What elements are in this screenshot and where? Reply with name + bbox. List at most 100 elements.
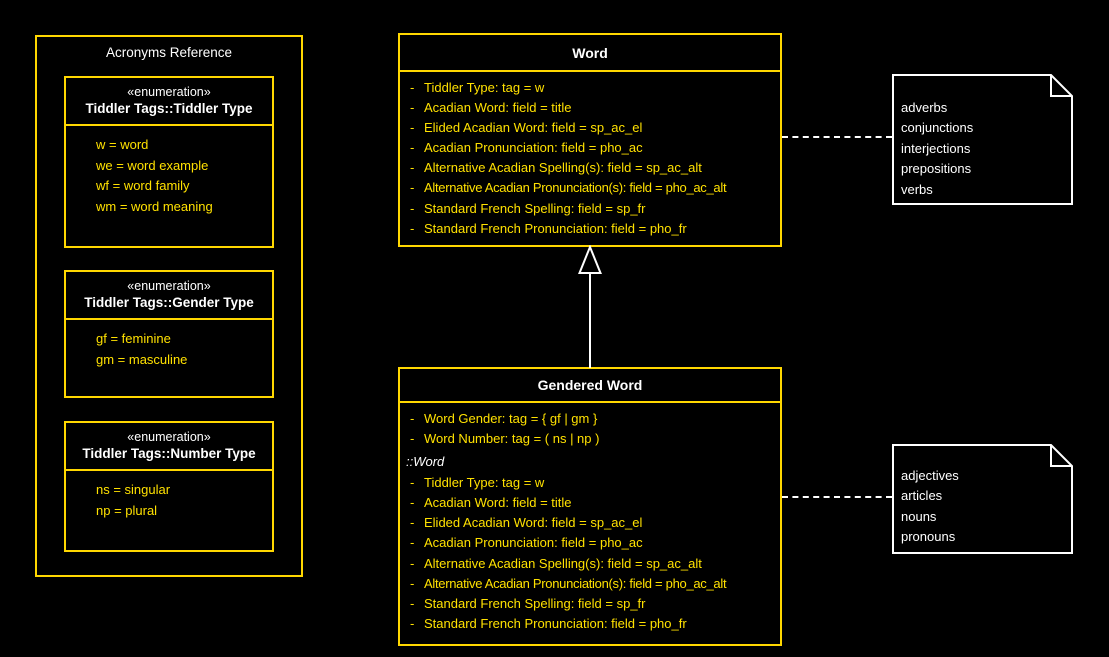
enum-item: w = word (96, 137, 149, 152)
attribute-row: -Standard French Pronunciation: field = … (400, 219, 780, 239)
attribute-text: Acadian Pronunciation: field = pho_ac (424, 535, 643, 551)
attribute-row: -Standard French Spelling: field = sp_fr (400, 594, 780, 614)
acronyms-reference-panel: Acronyms Reference (35, 35, 303, 577)
bullet-dash: - (410, 515, 415, 531)
enum-stereotype: «enumeration» (127, 430, 211, 444)
note-line: articles (901, 488, 943, 504)
attribute-text: Acadian Word: field = title (424, 495, 572, 511)
enum-name: Tiddler Tags::Gender Type (84, 295, 254, 310)
bullet-dash: - (410, 100, 415, 116)
panel-title: Acronyms Reference (105, 45, 233, 60)
bullet-dash: - (410, 120, 415, 136)
note-line: pronouns (901, 529, 956, 545)
note-word-parts-of-speech: adverbs conjunctions interjections prepo… (892, 74, 1073, 205)
inherited-class-label: ::Word (406, 454, 445, 470)
note-shape-icon (892, 74, 1073, 205)
enum-item: np = plural (96, 502, 158, 518)
attribute-text: Standard French Pronunciation: field = p… (424, 615, 687, 631)
bullet-dash: - (410, 535, 415, 551)
attribute-row: -Elided Acadian Word: field = sp_ac_el (400, 513, 780, 533)
class-attributes: -Tiddler Type: tag = w -Acadian Word: fi… (400, 72, 780, 239)
attribute-row: -Alternative Acadian Spelling(s): field … (400, 554, 780, 574)
attribute-row: -Alternative Acadian Spelling(s): field … (400, 158, 780, 178)
bullet-dash: - (410, 495, 415, 511)
enum-item: gf = feminine (96, 331, 171, 346)
attribute-text: Standard French Pronunciation: field = p… (424, 220, 687, 236)
enum-box-number-type: «enumeration» Tiddler Tags::Number Type … (64, 421, 274, 552)
enum-box-gender-type: «enumeration» Tiddler Tags::Gender Type … (64, 270, 274, 398)
bullet-dash: - (410, 595, 415, 611)
enum-item: we = word example (96, 157, 209, 173)
note-line: conjunctions (901, 120, 974, 136)
enum-box-tiddler-type: «enumeration» Tiddler Tags::Tiddler Type… (64, 76, 274, 248)
inheritance-arrow-icon (578, 245, 602, 368)
note-line: adverbs (901, 100, 948, 115)
note-gendered-word-parts-of-speech: adjectives articles nouns pronouns (892, 444, 1073, 554)
enum-header: «enumeration» Tiddler Tags::Tiddler Type (66, 78, 272, 126)
note-text: adverbs conjunctions interjections prepo… (901, 98, 973, 200)
attribute-row: -Tiddler Type: tag = w (400, 78, 780, 98)
bullet-dash: - (410, 180, 415, 196)
class-attributes: -Word Gender: tag = { gf | gm } -Word Nu… (400, 403, 780, 634)
class-title: Gendered Word (400, 369, 780, 403)
note-text: adjectives articles nouns pronouns (901, 466, 959, 548)
bullet-dash: - (410, 431, 415, 447)
attribute-text: Elided Acadian Word: field = sp_ac_el (424, 515, 643, 531)
bullet-dash: - (410, 615, 415, 631)
bullet-dash: - (410, 575, 415, 591)
attribute-row: -Tiddler Type: tag = w (400, 473, 780, 493)
attribute-row: -Standard French Pronunciation: field = … (400, 614, 780, 634)
bullet-dash: - (410, 411, 415, 426)
note-connector-gendered-word (782, 496, 892, 498)
class-title: Word (400, 35, 780, 72)
note-line: adjectives (901, 468, 959, 483)
note-connector-word (782, 136, 892, 138)
inheritance-arrow (575, 245, 605, 368)
attribute-text: Word Number: tag = ( ns | np ) (424, 431, 600, 447)
bullet-dash: - (410, 475, 415, 491)
attribute-row: -Standard French Spelling: field = sp_fr (400, 199, 780, 219)
enum-item: wm = word meaning (96, 198, 213, 214)
attribute-text: Acadian Pronunciation: field = pho_ac (424, 140, 643, 156)
attribute-text: Acadian Word: field = title (424, 100, 572, 116)
attribute-row: -Acadian Pronunciation: field = pho_ac (400, 138, 780, 158)
attribute-row: -Acadian Pronunciation: field = pho_ac (400, 533, 780, 553)
enum-item: wf = word family (96, 178, 190, 193)
attribute-text: Alternative Acadian Pronunciation(s): fi… (424, 575, 727, 591)
enum-name: Tiddler Tags::Number Type (82, 446, 256, 461)
note-shape-icon (892, 444, 1073, 554)
enum-header: «enumeration» Tiddler Tags::Number Type (66, 423, 272, 471)
attribute-text: Alternative Acadian Spelling(s): field =… (424, 555, 702, 571)
enum-item: ns = singular (96, 482, 171, 497)
bullet-dash: - (410, 160, 415, 176)
attribute-row: -Elided Acadian Word: field = sp_ac_el (400, 118, 780, 138)
class-box-gendered-word: Gendered Word -Word Gender: tag = { gf |… (398, 367, 782, 646)
enum-name: Tiddler Tags::Tiddler Type (85, 101, 253, 116)
bullet-dash: - (410, 140, 415, 156)
attribute-text: Alternative Acadian Spelling(s): field =… (424, 160, 702, 176)
attribute-text: Word Gender: tag = { gf | gm } (424, 411, 598, 426)
enum-stereotype: «enumeration» (127, 279, 211, 293)
enum-header: «enumeration» Tiddler Tags::Gender Type (66, 272, 272, 320)
note-line: prepositions (901, 161, 972, 177)
attribute-row: -Alternative Acadian Pronunciation(s): f… (400, 574, 780, 594)
enum-body: w = word we = word example wf = word fam… (66, 126, 272, 217)
note-line: interjections (901, 140, 971, 156)
attribute-text: Tiddler Type: tag = w (424, 475, 545, 491)
enum-stereotype: «enumeration» (127, 85, 211, 99)
bullet-dash: - (410, 555, 415, 571)
enum-body: gf = feminine gm = masculine (66, 320, 272, 370)
attribute-row: -Acadian Word: field = title (400, 493, 780, 513)
bullet-dash: - (410, 80, 415, 95)
attribute-row: -Alternative Acadian Pronunciation(s): f… (400, 178, 780, 198)
attribute-row: -Word Number: tag = ( ns | np ) (400, 429, 780, 449)
class-box-word: Word -Tiddler Type: tag = w -Acadian Wor… (398, 33, 782, 247)
enum-body: ns = singular np = plural (66, 471, 272, 521)
bullet-dash: - (410, 220, 415, 236)
attribute-text: Alternative Acadian Pronunciation(s): fi… (424, 180, 727, 196)
attribute-row: -Word Gender: tag = { gf | gm } (400, 409, 780, 429)
attribute-text: Standard French Spelling: field = sp_fr (424, 200, 646, 216)
attribute-text: Standard French Spelling: field = sp_fr (424, 595, 646, 611)
attribute-text: Tiddler Type: tag = w (424, 80, 545, 95)
attribute-text: Elided Acadian Word: field = sp_ac_el (424, 120, 643, 136)
